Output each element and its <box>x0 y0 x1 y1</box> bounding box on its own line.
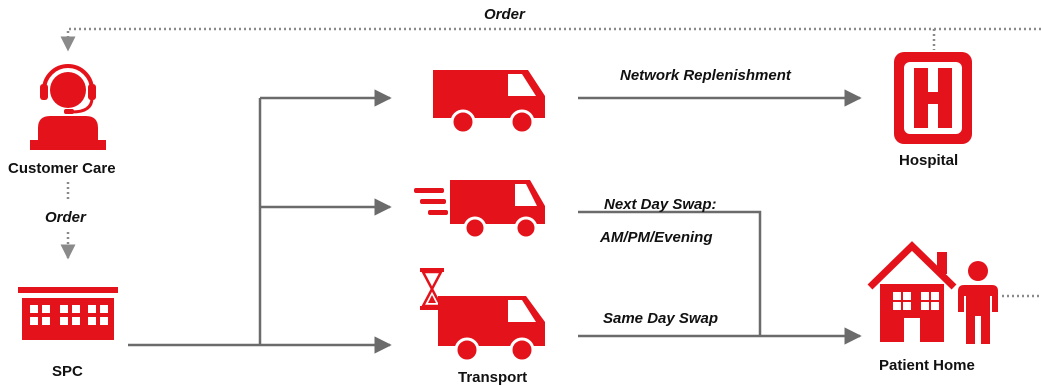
top-order-label: Order <box>484 6 525 23</box>
hospital-label: Hospital <box>899 152 959 169</box>
next-day-swap-times-label: AM/PM/Evening <box>600 229 713 246</box>
building-icon <box>18 287 118 340</box>
transport-label: Transport <box>458 369 528 386</box>
person-icon <box>958 261 998 344</box>
delivery-van-icon <box>433 66 545 135</box>
spc-branch-lines <box>128 89 392 354</box>
house-icon <box>867 241 957 342</box>
headset-agent-icon <box>30 64 106 150</box>
delivery-lines <box>578 89 862 345</box>
network-replenishment-label: Network Replenishment <box>620 67 791 84</box>
fast-delivery-van-icon <box>414 180 545 240</box>
order-dotted-line-top <box>60 27 1041 52</box>
next-day-swap-label: Next Day Swap: <box>604 196 717 213</box>
customer-care-label: Customer Care <box>8 160 116 177</box>
same-day-swap-label: Same Day Swap <box>603 310 719 327</box>
hourglass-delivery-van-icon <box>420 268 545 363</box>
patient-home-label: Patient Home <box>879 357 975 374</box>
spc-label: SPC <box>52 363 83 380</box>
left-order-label: Order <box>45 209 86 226</box>
hospital-h-icon <box>894 52 972 144</box>
